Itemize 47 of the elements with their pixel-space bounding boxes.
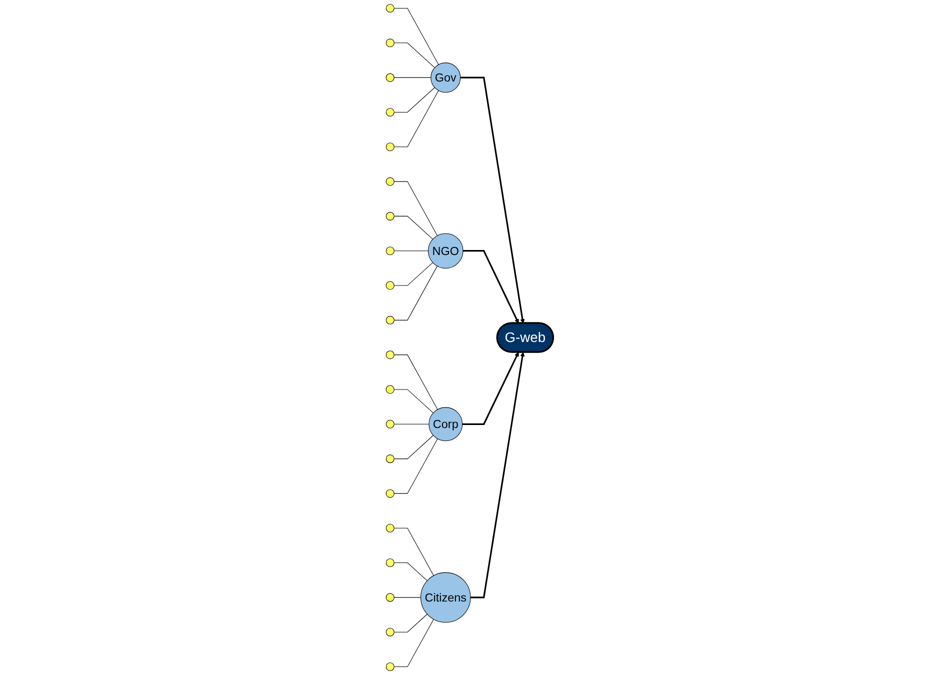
node-circle [386, 420, 394, 428]
node-circle [386, 281, 394, 290]
connector [394, 181, 438, 236]
connector [394, 87, 435, 112]
connector [394, 216, 433, 240]
node-circle [386, 662, 394, 671]
connector [394, 389, 434, 414]
node-circle [386, 385, 394, 394]
node-circle: NGO [428, 233, 464, 268]
node-circle [386, 454, 394, 464]
node-circle [386, 628, 394, 636]
connector [394, 597, 421, 598]
node-circle [386, 108, 394, 116]
arrow [462, 250, 519, 324]
node-circle [386, 524, 394, 532]
connector [394, 354, 438, 410]
node-circle [386, 177, 394, 186]
node-circle [386, 142, 394, 152]
arrow [470, 352, 525, 598]
arrow [460, 76, 525, 324]
connector [394, 42, 435, 68]
connector [394, 262, 433, 286]
connector [394, 435, 434, 460]
node-circle [386, 246, 394, 256]
connector [394, 266, 438, 320]
connector [394, 77, 431, 78]
node-circle [386, 350, 394, 360]
node-circle [386, 489, 394, 498]
connector [394, 90, 439, 148]
node-circle: Gov [430, 62, 461, 93]
arrow [462, 352, 519, 425]
connector [394, 250, 428, 252]
node-circle: Corp [428, 407, 462, 442]
connector [394, 8, 439, 65]
node-circle [386, 558, 394, 568]
connector [394, 614, 428, 632]
node-circle [386, 593, 394, 602]
connector [394, 438, 438, 494]
node-circle [386, 73, 394, 82]
connector [394, 618, 434, 667]
node-circle [386, 4, 394, 13]
node-circle: Citizens [420, 572, 471, 623]
connector [394, 528, 434, 576]
node-circle [386, 38, 394, 48]
node-circle [386, 316, 394, 324]
connector [394, 562, 428, 581]
node-circle [386, 212, 394, 220]
